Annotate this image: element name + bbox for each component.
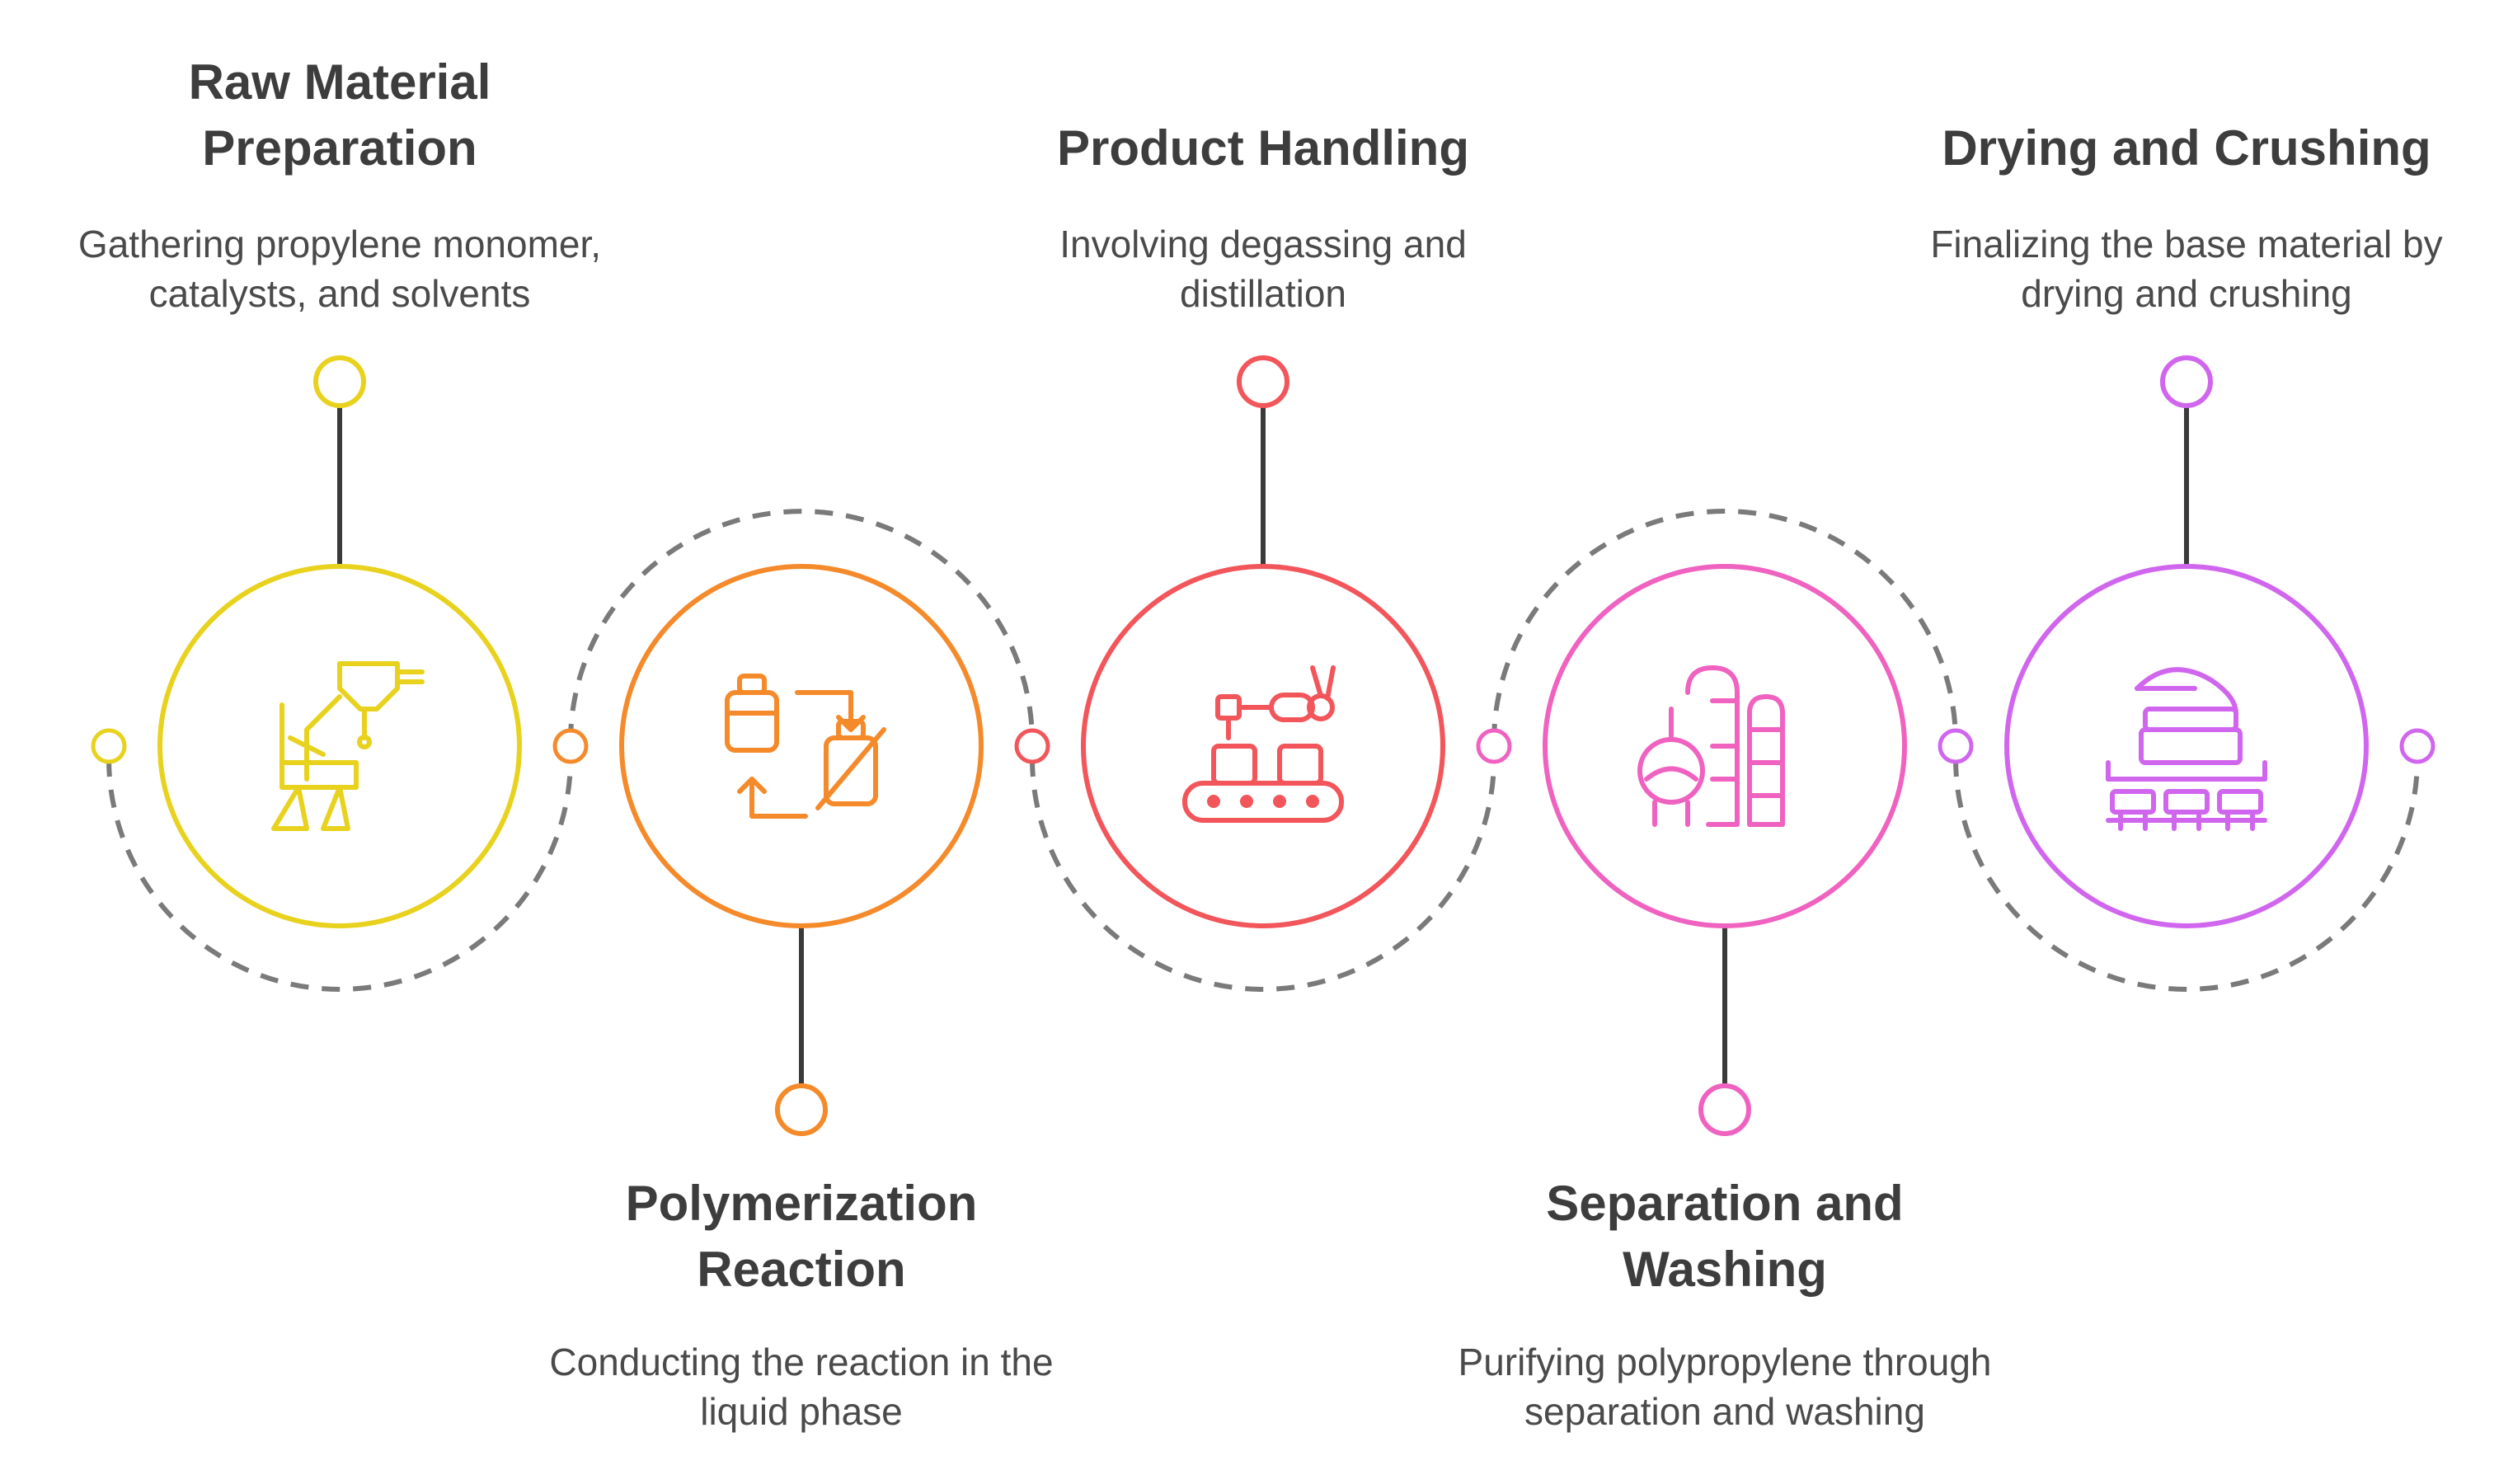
step-circle-2 — [619, 564, 984, 928]
step-description-line: distillation — [1180, 272, 1346, 315]
step-title-separation-and-washing: Separation and Washing — [1412, 1171, 2038, 1303]
junction-marker-end — [2399, 728, 2435, 764]
stem-marker-1 — [313, 355, 366, 408]
junction-marker-4-5 — [1938, 728, 1974, 764]
step-title-line: Polymerization — [625, 1176, 978, 1231]
dashed-arc-3 — [1030, 758, 1496, 992]
step-description-polymerization-reaction: Conducting the reaction in the liquid ph… — [488, 1337, 1115, 1436]
dashed-connector-arcs — [106, 509, 2420, 992]
step-description-raw-material-preparation: Gathering propylene monomer, catalysts, … — [26, 219, 653, 318]
step-description-line: liquid phase — [700, 1390, 903, 1433]
junction-markers — [91, 728, 2435, 764]
step-description-line: Finalizing the base material by — [1930, 223, 2443, 265]
step-title-drying-and-crushing: Drying and Crushing — [1873, 115, 2500, 181]
step-title-line: Raw Material — [188, 54, 491, 110]
step-title-line: Separation and — [1546, 1176, 1904, 1231]
junction-marker-2-3 — [1014, 728, 1050, 764]
dashed-arc-5 — [1953, 758, 2420, 992]
dashed-arc-2 — [568, 509, 1035, 743]
stem-end-markers — [313, 355, 2213, 1136]
crusher-machine-icon — [2106, 667, 2267, 831]
step-circles — [157, 564, 2369, 928]
junction-marker-1-2 — [552, 728, 589, 764]
factory-machine-icon — [271, 661, 425, 831]
junction-marker-start — [91, 728, 127, 764]
step-description-line: separation and washing — [1524, 1390, 1925, 1433]
stem-marker-3 — [1237, 355, 1289, 408]
step-description-line: Gathering propylene monomer, — [78, 223, 602, 265]
step-title-polymerization-reaction: Polymerization Reaction — [488, 1171, 1115, 1303]
step-title-line: Washing — [1623, 1242, 1827, 1297]
container-conversion-icon — [725, 674, 886, 819]
stem-marker-4 — [1698, 1083, 1751, 1136]
step-title-line: Product Handling — [1057, 120, 1469, 176]
stems — [337, 406, 2189, 1088]
step-description-line: Involving degassing and — [1059, 223, 1467, 265]
step-circle-1 — [157, 564, 522, 928]
step-description-line: catalysts, and solvents — [148, 272, 531, 315]
step-description-line: Purifying polypropylene through — [1458, 1341, 1992, 1383]
step-description-line: drying and crushing — [2021, 272, 2352, 315]
step-circle-5 — [2004, 564, 2369, 928]
dashed-arc-4 — [1491, 509, 1958, 743]
step-title-product-handling: Product Handling — [950, 115, 1576, 181]
step-description-line: Conducting the reaction in the — [549, 1341, 1054, 1383]
stem-marker-2 — [775, 1083, 828, 1136]
step-title-line: Reaction — [697, 1242, 906, 1297]
conveyor-robot-icon — [1182, 665, 1344, 823]
stem-marker-5 — [2160, 355, 2213, 408]
step-circle-3 — [1081, 564, 1445, 928]
step-title-line: Drying and Crushing — [1942, 120, 2431, 176]
step-description-product-handling: Involving degassing and distillation — [950, 219, 1576, 318]
step-title-line: Preparation — [202, 120, 477, 176]
step-description-drying-and-crushing: Finalizing the base material by drying a… — [1873, 219, 2500, 318]
step-title-raw-material-preparation: Raw Material Preparation — [26, 49, 653, 181]
refinery-tanks-icon — [1637, 665, 1785, 827]
step-description-separation-and-washing: Purifying polypropylene through separati… — [1412, 1337, 2038, 1436]
junction-marker-3-4 — [1476, 728, 1512, 764]
dashed-arc-1 — [106, 758, 573, 992]
